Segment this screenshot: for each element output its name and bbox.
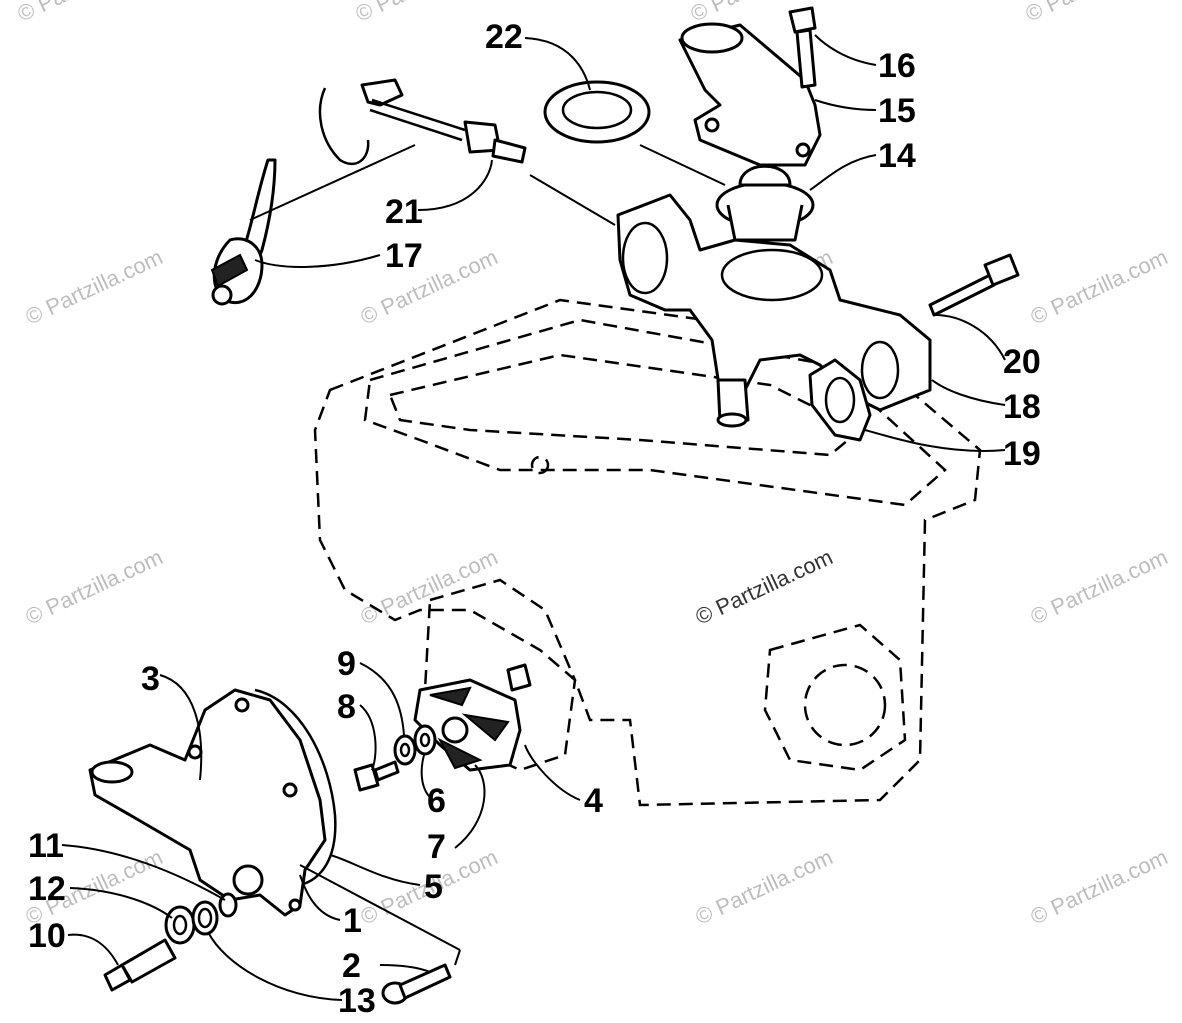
callout-12: 12: [28, 870, 66, 908]
callout-1: 1: [343, 902, 362, 940]
water-manifold: [616, 193, 932, 428]
watermark: © Partzilla.com: [692, 844, 837, 929]
bolt-part-16: [788, 6, 817, 89]
watermark: © Partzilla.com: [1027, 244, 1172, 329]
callout-11: 11: [28, 827, 64, 865]
seal-part-22: [543, 80, 651, 144]
screw-part-2: [381, 963, 452, 1005]
callout-18: 18: [1003, 388, 1041, 426]
callout-4: 4: [584, 782, 603, 820]
watermark: © Partzilla.com: [22, 544, 167, 629]
callout-19: 19: [1003, 435, 1041, 473]
callout-22: 22: [485, 18, 523, 56]
callout-6: 6: [427, 782, 446, 820]
callout-5: 5: [424, 868, 443, 906]
watermark: © Partzilla.com: [352, 0, 497, 27]
washer-part-6: [413, 724, 437, 756]
pump-cover-part-3: [88, 688, 327, 917]
leader-lines: [61, 34, 1006, 1001]
watermark: © Partzilla.com: [357, 244, 502, 329]
drain-plug-part-10: [103, 938, 177, 992]
callout-8: 8: [337, 688, 356, 726]
engine-block-outline: [313, 298, 982, 807]
temp-sensor-part-21: [249, 78, 527, 221]
bolt-part-20: [928, 253, 1020, 317]
callout-20: 20: [1003, 343, 1041, 381]
callout-14: 14: [878, 137, 916, 175]
callout-10: 10: [28, 917, 66, 955]
callout-2: 2: [342, 947, 361, 985]
impeller-part-7: [413, 678, 522, 772]
watermark: © Partzilla.com: [692, 544, 837, 629]
callout-21: 21: [385, 193, 423, 231]
callout-labels: 1 2 3 4 5 6 7 8 9 10 11 12 13 14 15 16 1…: [28, 18, 1041, 1020]
thermostat-part-14: [715, 164, 815, 242]
washer-part-9: [393, 734, 417, 766]
callout-7: 7: [427, 828, 446, 866]
washer-part-11: [218, 892, 238, 918]
callout-3: 3: [141, 660, 160, 698]
callout-13: 13: [338, 982, 376, 1020]
o-ring-part-5: [254, 688, 337, 887]
washer-part-13: [191, 900, 219, 936]
thermostat-cover-part-15: [678, 22, 822, 167]
callout-9: 9: [337, 645, 356, 683]
hose-clamp-part-17: [210, 158, 277, 306]
dowel-pin-part-4: [506, 663, 532, 692]
gasket-part-19: [808, 358, 872, 442]
watermark: © Partzilla.com: [1027, 544, 1172, 629]
callout-17: 17: [385, 237, 423, 275]
callout-16: 16: [878, 47, 916, 85]
watermark: © Partzilla.com: [22, 244, 167, 329]
washer-part-12: [164, 905, 196, 945]
callout-15: 15: [878, 92, 916, 130]
watermark: © Partzilla.com: [1022, 0, 1167, 27]
watermark: © Partzilla.com: [1027, 844, 1172, 929]
watermark: © Partzilla.com: [14, 0, 159, 27]
bolt-part-8: [353, 760, 400, 792]
